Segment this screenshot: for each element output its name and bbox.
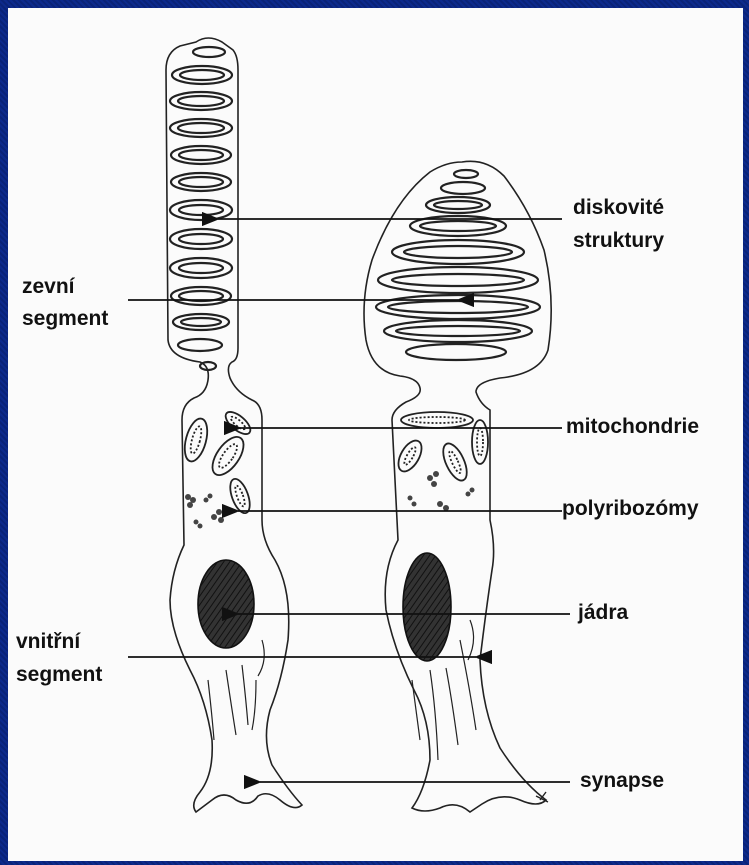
rod-fibrils <box>208 640 264 740</box>
rod-discs <box>170 47 232 370</box>
label-jadra: jádra <box>578 600 628 626</box>
label-zevni-segment: segment <box>22 306 108 332</box>
label-diskovite: diskovité <box>573 195 664 221</box>
cone-nucleus <box>403 553 451 661</box>
label-polyribozomy: polyribozómy <box>562 496 699 522</box>
label-zevni: zevní <box>22 274 75 300</box>
cone-discs <box>376 170 540 360</box>
rod-nucleus <box>198 560 254 648</box>
label-vnitrni: vnitřní <box>16 629 80 655</box>
rod-polyribosomes <box>185 494 224 529</box>
label-mitochondrie: mitochondrie <box>566 414 699 440</box>
cone-cell <box>364 161 551 812</box>
cone-polyribosomes <box>408 471 475 511</box>
rod-outline <box>166 38 302 812</box>
rod-cell <box>166 38 302 812</box>
label-struktury: struktury <box>573 228 664 254</box>
label-vnitrni-segment: segment <box>16 662 102 688</box>
cone-mitochondria <box>394 412 488 484</box>
label-synapse: synapse <box>580 768 664 794</box>
